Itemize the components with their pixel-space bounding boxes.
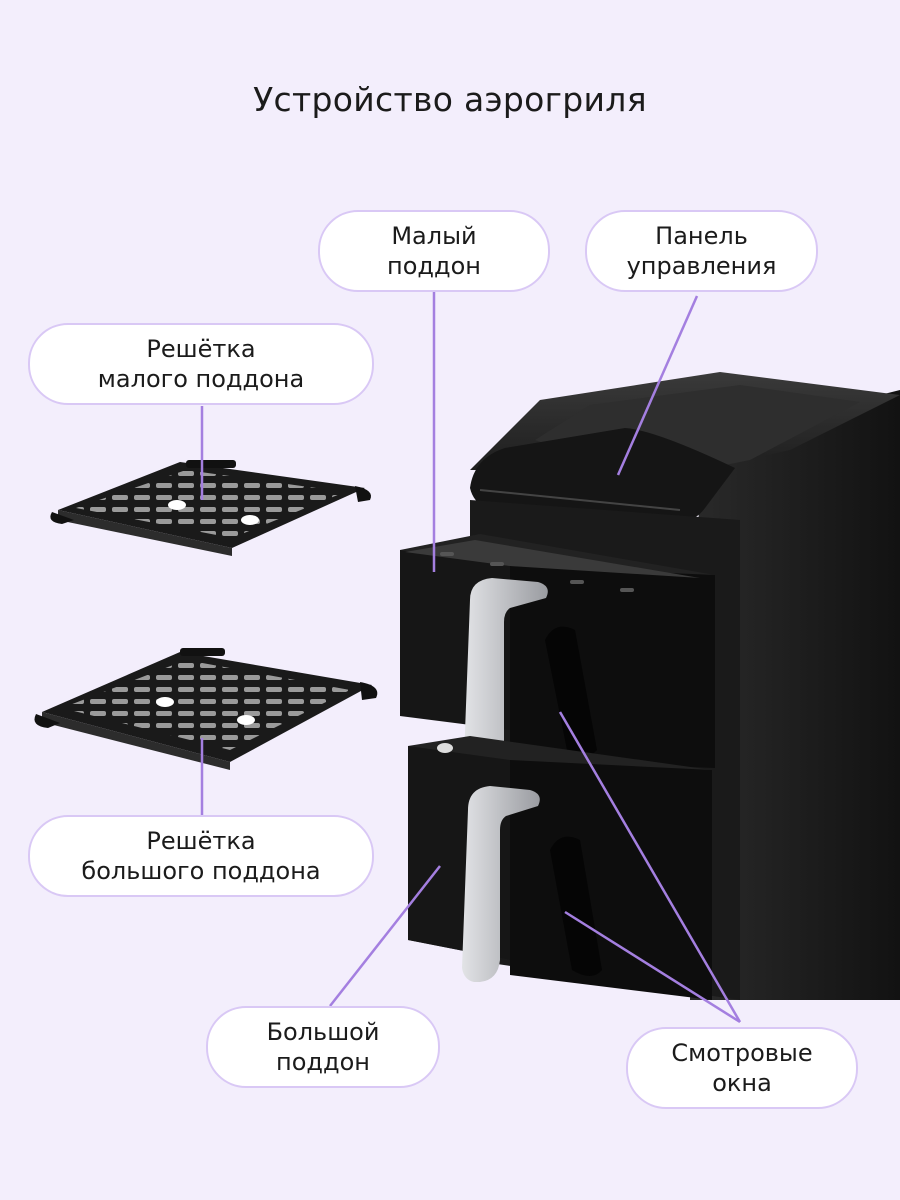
leader-large-tray — [329, 865, 441, 1007]
callout-viewing-windows-line1: Смотровые — [671, 1039, 813, 1067]
callout-control-panel-line1: Панель — [655, 222, 748, 250]
small-drawer-handle — [464, 578, 548, 772]
small-drawer — [400, 534, 715, 772]
air-fryer — [400, 372, 900, 1000]
callout-large-grille-line2: большого поддона — [81, 857, 321, 885]
large-drawer-handle — [462, 786, 540, 982]
callout-small-grille-line1: Решётка — [146, 335, 256, 363]
leader-windows-lower — [564, 910, 741, 1024]
page-title: Устройство аэрогриля — [253, 80, 647, 119]
callout-viewing-windows-line2: окна — [712, 1069, 772, 1097]
callout-small-tray-line1: Малый — [391, 222, 477, 250]
small-grille — [50, 460, 371, 556]
callout-small-grille-line2: малого поддона — [97, 365, 305, 393]
control-panel — [470, 428, 735, 524]
large-drawer — [408, 736, 712, 1000]
leader-lines — [200, 292, 742, 1024]
callout-large-tray-line1: Большой — [266, 1018, 380, 1046]
callout-small-tray-line2: поддон — [387, 252, 481, 280]
callout-control-panel-line2: управления — [626, 252, 777, 280]
leader-control-panel — [616, 295, 699, 476]
leader-windows-upper — [558, 711, 742, 1023]
callout-large-grille-line1: Решётка — [146, 827, 256, 855]
callout-large-tray-line2: поддон — [276, 1048, 370, 1076]
large-viewing-window — [550, 836, 602, 976]
small-viewing-window — [545, 626, 597, 756]
large-grille — [34, 648, 378, 770]
